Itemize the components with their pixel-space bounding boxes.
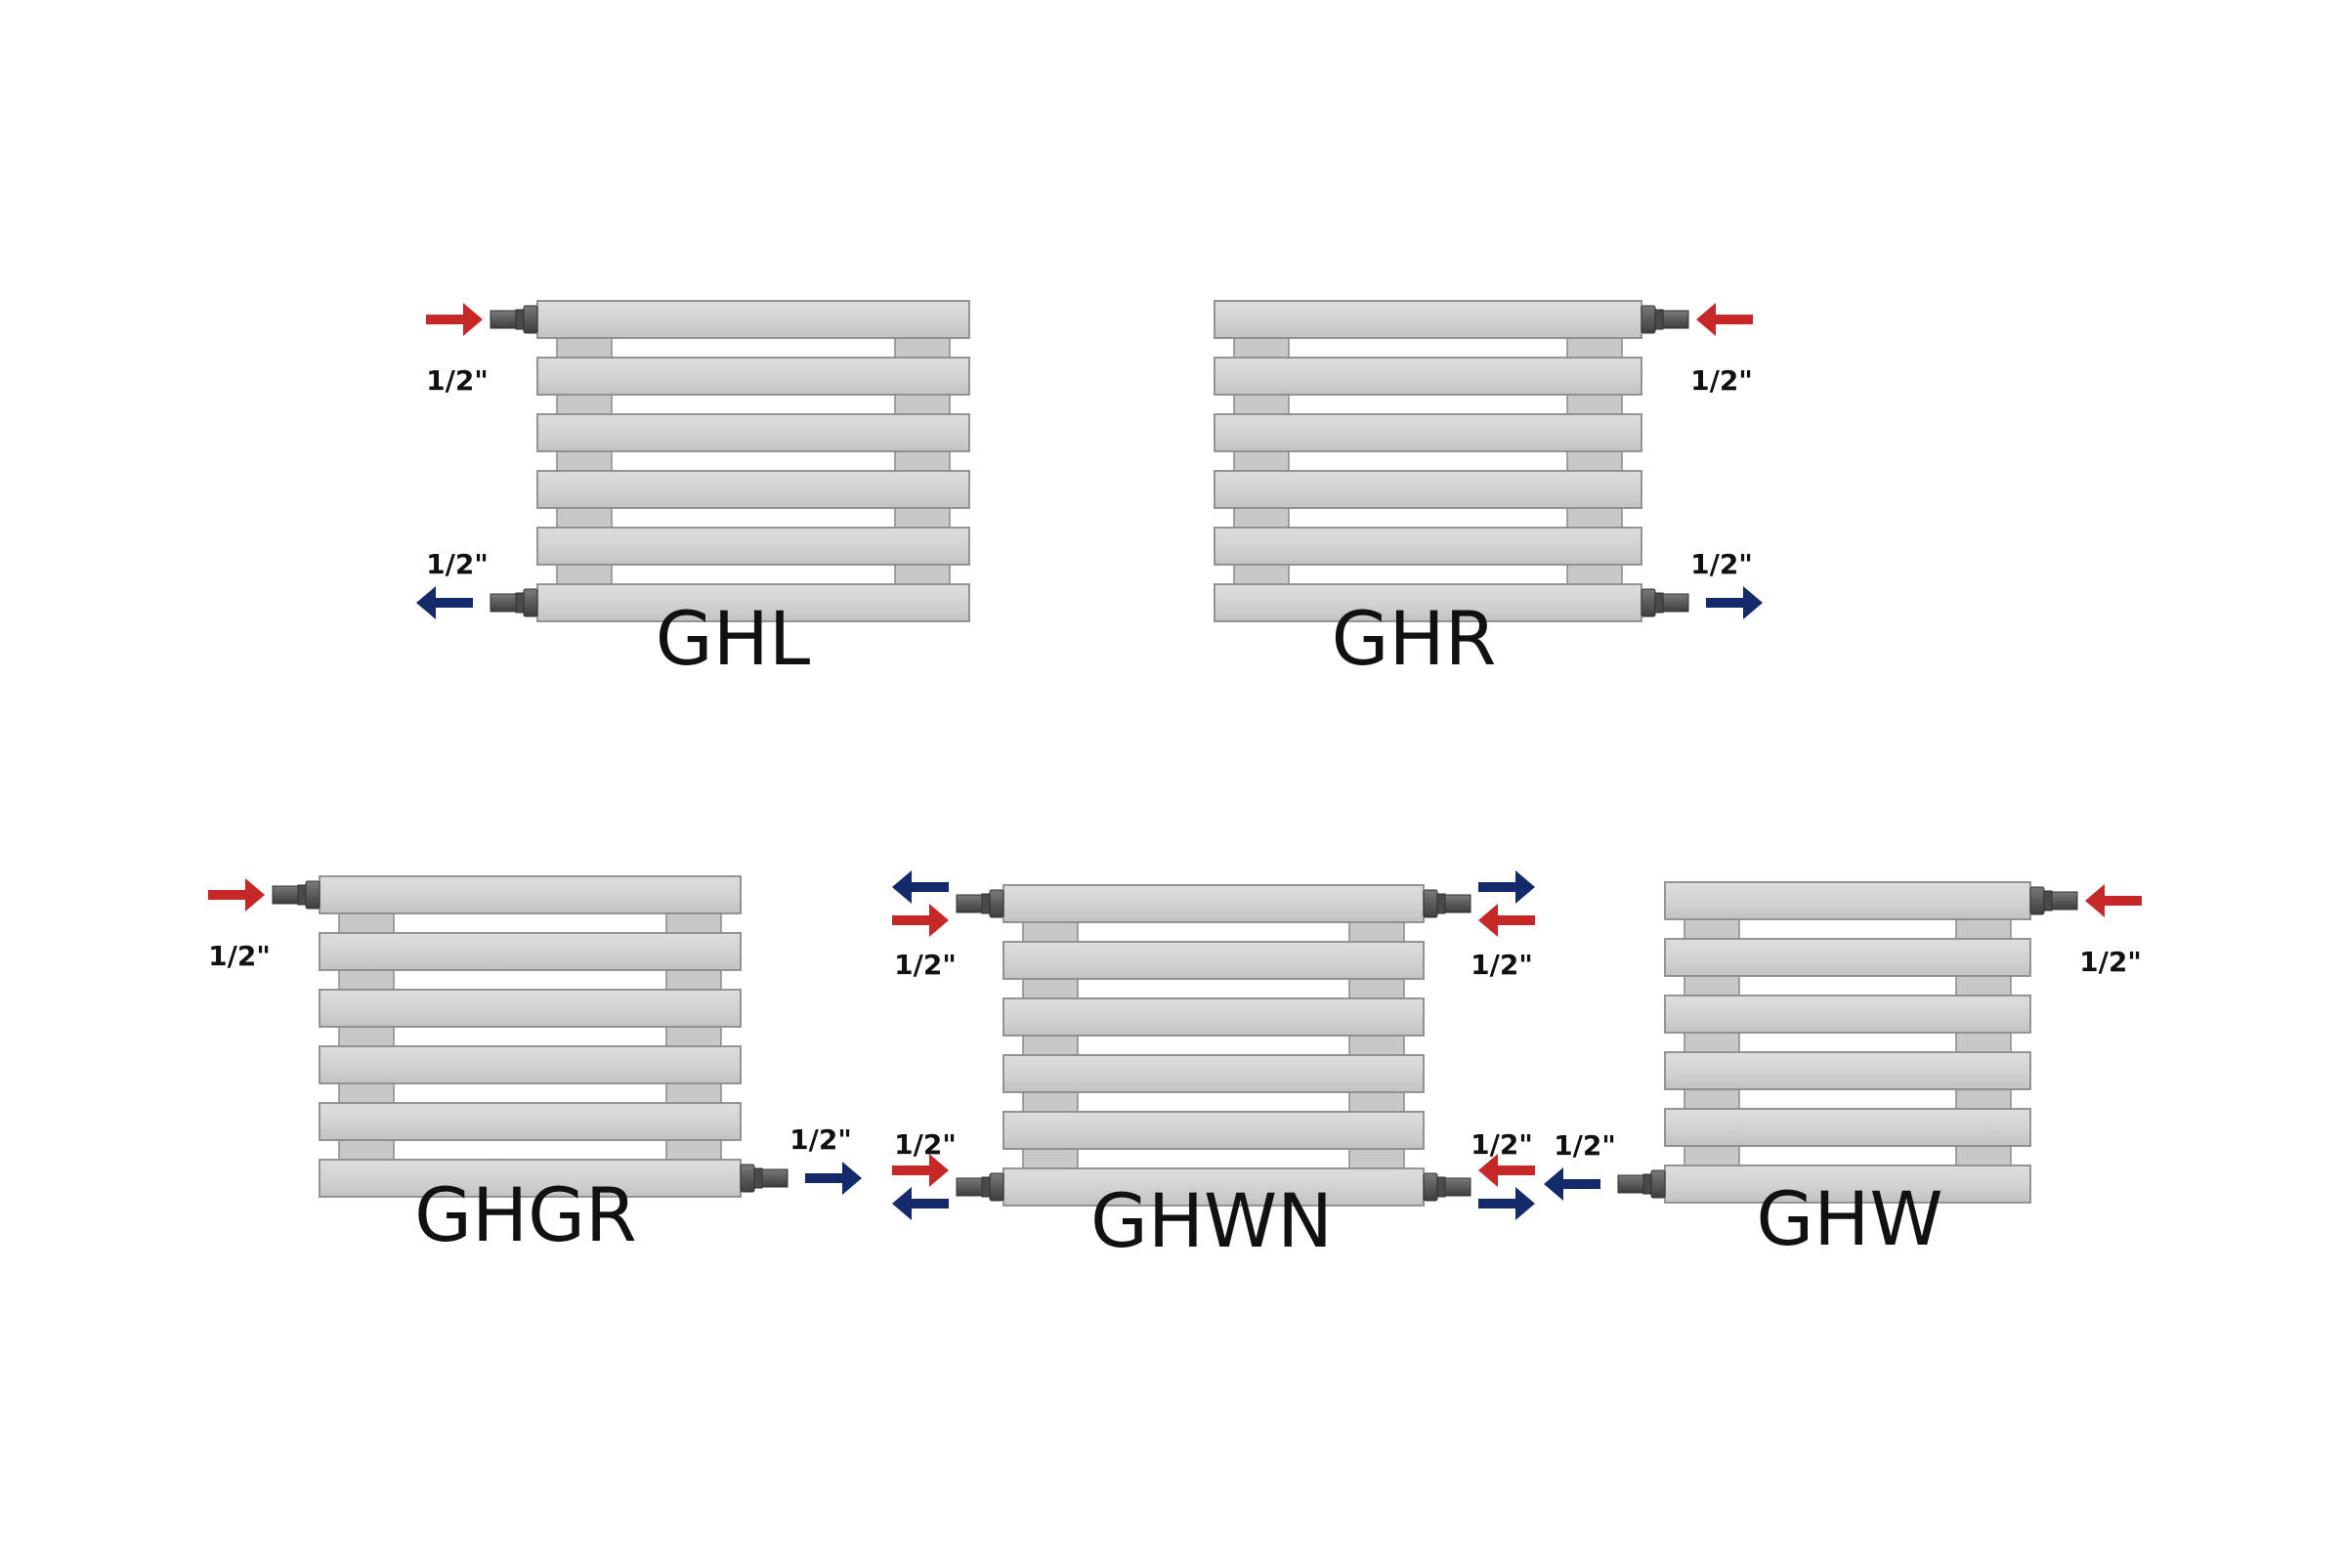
radiator-bar	[1002, 1111, 1425, 1150]
radiator-bar	[319, 875, 742, 914]
radiator-post	[1684, 885, 1740, 1200]
cold-outlet-arrow-icon	[805, 1162, 862, 1195]
radiator-bar	[319, 1159, 742, 1198]
fitting-size-label: 1/2"	[789, 1123, 852, 1156]
radiator-bar	[536, 470, 970, 509]
pipe-fitting-bottom-right	[740, 1164, 789, 1193]
radiator-bar	[1214, 470, 1642, 509]
radiator-bar	[536, 357, 970, 396]
radiator-model-name: GHGR	[414, 1171, 637, 1258]
radiator-bar	[1002, 997, 1425, 1037]
fitting-size-label: 1/2"	[1471, 1128, 1533, 1161]
hot-inlet-arrow-icon	[1478, 1154, 1535, 1187]
radiator-ghwn: 1/2" 1/2" 1/2" 1/2" GHWN	[892, 870, 1535, 1264]
pipe-fitting-bottom-left	[1617, 1169, 1666, 1199]
cold-outlet-arrow-icon	[892, 1187, 949, 1220]
cold-outlet-arrow-icon	[1544, 1167, 1600, 1201]
radiator-ghw: 1/2" 1/2" GHW	[1544, 881, 2142, 1262]
radiator-bar	[1214, 413, 1642, 452]
radiator-bar	[1214, 300, 1642, 339]
pipe-fitting-bottom-left	[956, 1172, 1004, 1202]
radiator-post	[1955, 885, 2012, 1200]
radiator-ghl: 1/2" 1/2" GHL	[416, 300, 970, 682]
radiator-bar	[1002, 941, 1425, 980]
radiator-post	[894, 304, 951, 618]
fitting-size-label: 1/2"	[208, 940, 271, 972]
hot-inlet-arrow-icon	[892, 904, 949, 937]
hot-inlet-arrow-icon	[892, 1154, 949, 1187]
cold-outlet-arrow-icon	[1706, 586, 1763, 619]
radiator-model-name: GHW	[1756, 1175, 1942, 1262]
fitting-size-label: 1/2"	[2079, 946, 2142, 978]
radiator-bar	[1214, 527, 1642, 566]
hot-inlet-arrow-icon	[1478, 904, 1535, 937]
pipe-fitting-bottom-right	[1641, 588, 1689, 617]
radiator-post	[1566, 304, 1623, 618]
radiator-bar	[319, 1102, 742, 1141]
radiator-bar	[1002, 884, 1425, 923]
radiator-model-name: GHL	[656, 595, 810, 682]
radiator-bar	[536, 300, 970, 339]
hot-inlet-arrow-icon	[2085, 884, 2142, 917]
pipe-fitting-bottom-right	[1423, 1172, 1471, 1202]
fitting-size-label: 1/2"	[426, 548, 489, 580]
radiator-bar	[319, 989, 742, 1028]
radiator-bar	[1664, 1165, 2031, 1204]
radiator-bar	[1664, 1108, 2031, 1147]
radiator-bar	[319, 1045, 742, 1084]
cold-outlet-arrow-icon	[1478, 870, 1535, 904]
cold-outlet-arrow-icon	[1478, 1187, 1535, 1220]
cold-outlet-arrow-icon	[416, 586, 473, 619]
fitting-size-label: 1/2"	[894, 949, 957, 981]
radiator-bar	[1214, 583, 1642, 622]
hot-inlet-arrow-icon	[1696, 303, 1753, 336]
radiator-post	[1022, 888, 1079, 1203]
radiator-post	[1233, 304, 1290, 618]
radiator-model-name: GHWN	[1090, 1177, 1333, 1264]
fitting-size-label: 1/2"	[1471, 949, 1533, 981]
hot-inlet-arrow-icon	[208, 878, 265, 911]
fitting-size-label: 1/2"	[426, 364, 489, 397]
pipe-fitting-bottom-left	[490, 588, 538, 617]
pipe-fitting-top-right	[1641, 305, 1689, 334]
radiator-bar	[1664, 995, 2031, 1034]
hot-inlet-arrow-icon	[426, 303, 483, 336]
fitting-size-label: 1/2"	[1554, 1129, 1616, 1162]
pipe-fitting-top-left	[956, 889, 1004, 918]
radiator-bar	[1664, 1051, 2031, 1090]
pipe-fitting-top-left	[490, 305, 538, 334]
radiator-bar	[1002, 1054, 1425, 1093]
fitting-size-label: 1/2"	[1690, 548, 1753, 580]
radiator-post	[338, 879, 395, 1194]
radiator-bar	[1664, 938, 2031, 977]
radiator-bar	[319, 932, 742, 971]
pipe-fitting-top-left	[272, 880, 320, 910]
fitting-size-label: 1/2"	[1690, 364, 1753, 397]
radiator-ghgr: 1/2" 1/2" GHGR	[208, 875, 862, 1258]
radiator-bar	[1214, 357, 1642, 396]
radiator-bar	[536, 413, 970, 452]
cold-outlet-arrow-icon	[892, 870, 949, 904]
radiator-ghr: 1/2" 1/2" GHR	[1214, 300, 1763, 682]
pipe-fitting-top-right	[2029, 886, 2078, 915]
radiator-post	[1348, 888, 1405, 1203]
radiator-post	[556, 304, 613, 618]
radiator-bar	[536, 527, 970, 566]
pipe-fitting-top-right	[1423, 889, 1471, 918]
radiator-post	[665, 879, 722, 1194]
radiator-bar	[1664, 881, 2031, 920]
radiator-model-name: GHR	[1332, 595, 1497, 682]
fitting-size-label: 1/2"	[894, 1128, 957, 1161]
